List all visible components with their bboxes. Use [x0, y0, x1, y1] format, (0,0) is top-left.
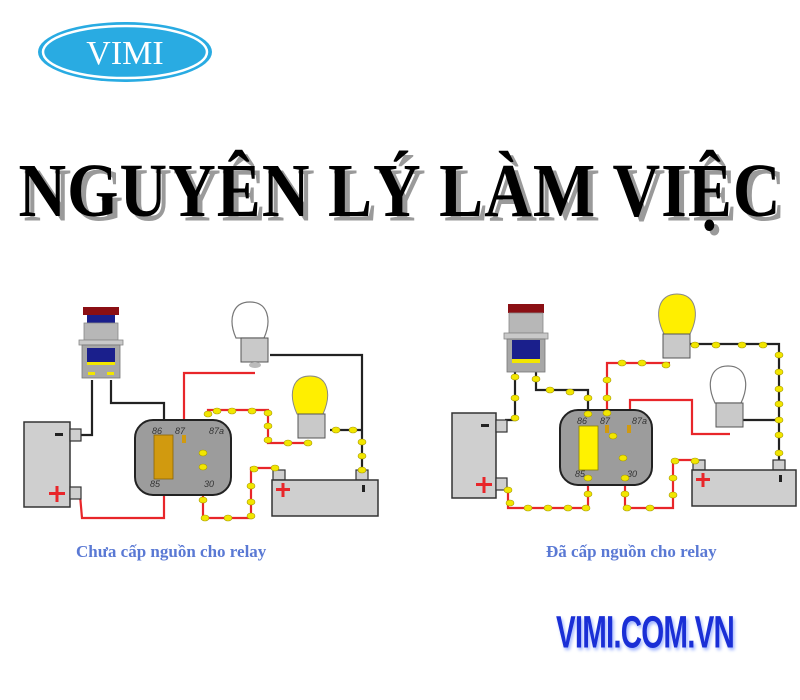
pin-85: 85 [150, 479, 161, 489]
vimi-logo: VIMI [36, 20, 214, 84]
push-switch-icon-pressed [503, 304, 549, 373]
diagram-relay-powered: 86 87 87a 85 30 [420, 290, 800, 530]
pin-30: 30 [204, 479, 214, 489]
diagram-relay-unpowered: 86 87 87a 85 30 [0, 290, 400, 530]
battery-left-icon [23, 421, 82, 508]
battery-left-icon [451, 412, 508, 499]
logo-ellipse-icon: VIMI [38, 22, 212, 82]
pin-87: 87 [600, 416, 611, 426]
bulb-unlit-icon [709, 365, 747, 428]
pin-87a: 87a [632, 416, 647, 426]
logo-text: VIMI [86, 35, 163, 72]
pin-87: 87 [175, 426, 186, 436]
pin-85: 85 [575, 469, 586, 479]
current-flow-dots [198, 407, 367, 522]
caption-powered: Đã cấp nguồn cho relay [546, 542, 717, 561]
battery-right-icon [271, 469, 379, 517]
bulb-unlit-icon [231, 301, 269, 368]
push-switch-icon [78, 307, 124, 379]
relay-icon: 86 87 87a 85 30 [559, 409, 653, 486]
website-url: VIMI.COM.VN [556, 606, 735, 658]
bulb-lit-icon [658, 293, 696, 359]
relay-icon: 86 87 87a 85 30 [134, 419, 232, 496]
battery-right-icon [691, 459, 797, 507]
pin-30: 30 [627, 469, 637, 479]
pin-86: 86 [152, 426, 162, 436]
caption-unpowered: Chưa cấp nguồn cho relay [76, 542, 267, 561]
pin-87a: 87a [209, 426, 224, 436]
page-title: NGUYÊN LÝ LÀM VIỆC [18, 149, 782, 234]
current-flow-dots [503, 341, 784, 512]
bulb-lit-icon [291, 375, 329, 439]
pin-86: 86 [577, 416, 587, 426]
